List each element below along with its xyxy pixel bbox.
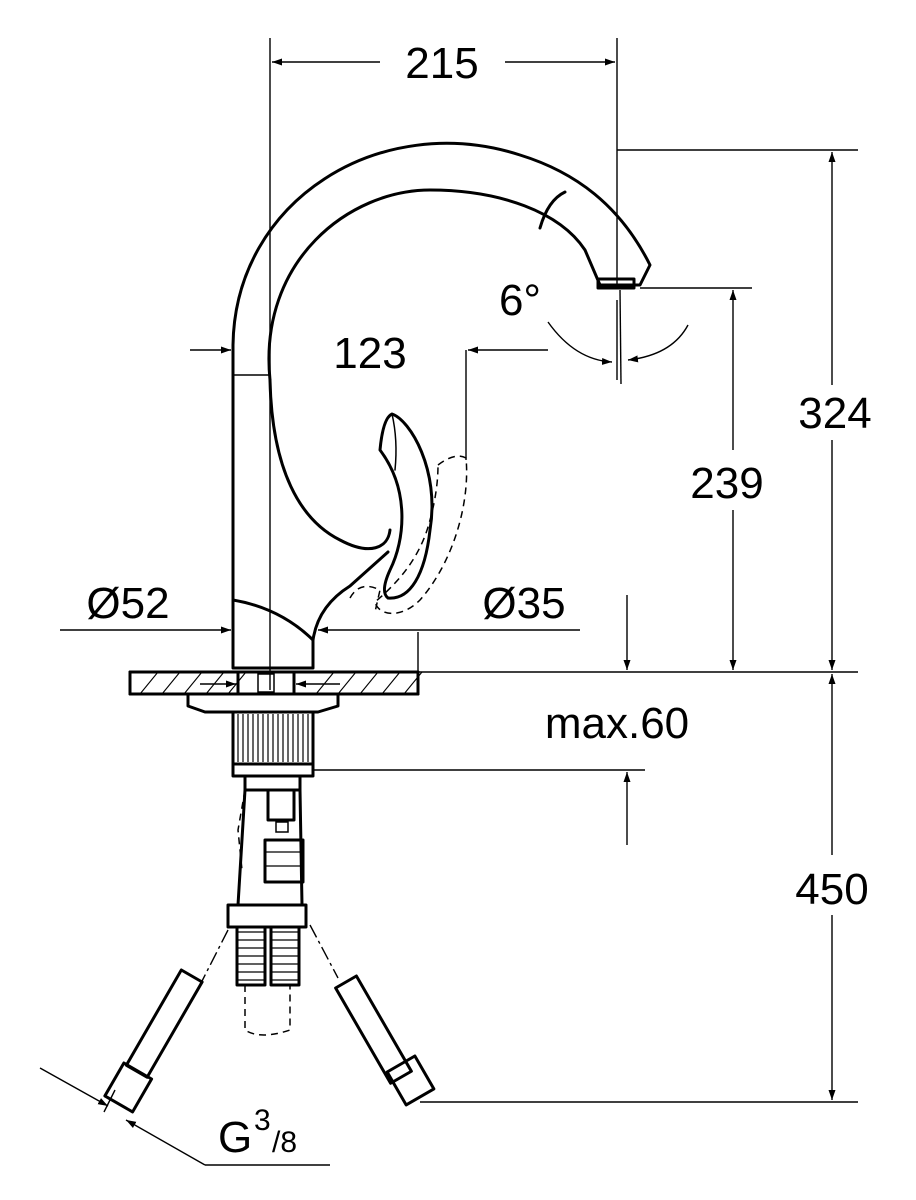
dim-lever-offset: 123 (190, 329, 548, 378)
dim-max-thickness: max.60 (545, 595, 689, 845)
dim-total-height: 324 (798, 152, 872, 670)
dim-hose-length: 450 (795, 674, 869, 1100)
section-hatch-line (183, 671, 203, 695)
dim-label-324: 324 (798, 389, 871, 438)
flexible-hose-right (309, 924, 436, 1107)
section-hatch-line (205, 671, 225, 695)
dim-label-base-diameter: Ø52 (86, 579, 169, 628)
dim-label-450: 450 (795, 865, 868, 914)
dim-spout-height: 239 (690, 290, 764, 670)
faucet-body (231, 141, 652, 670)
dim-label-thread-denominator: /8 (272, 1126, 297, 1159)
mounting-nut (186, 692, 340, 792)
dim-label-max-thickness: max.60 (545, 699, 689, 748)
supply-pipes (226, 788, 308, 1036)
dim-base-diameter: Ø52 (60, 579, 236, 688)
lever-handle (378, 412, 434, 600)
section-hatch-line (139, 671, 159, 695)
extension-lines (269, 38, 858, 1103)
dim-spout-reach: 215 (272, 39, 615, 88)
dim-label-angle: 6° (499, 276, 541, 325)
flexible-hose-left (103, 929, 229, 1114)
section-hatch-line (403, 671, 423, 695)
dim-label-thread-numerator: 3 (254, 1104, 271, 1137)
countertop-section (128, 670, 423, 696)
dim-hole-diameter: Ø35 (296, 579, 580, 688)
dim-label-hole-diameter: Ø35 (482, 579, 565, 628)
section-hatch-line (337, 671, 357, 695)
section-hatch-line (315, 671, 335, 695)
section-hatch-line (381, 671, 401, 695)
section-hatch-line (359, 671, 379, 695)
section-hatch-line (161, 671, 181, 695)
dim-label-123: 123 (333, 329, 406, 378)
dim-spray-angle: 6° (499, 276, 689, 385)
dim-label-239: 239 (690, 459, 763, 508)
dim-connection-thread: G 3 /8 (39, 1067, 330, 1166)
dim-label-215: 215 (405, 39, 478, 88)
dim-label-thread-prefix: G (218, 1113, 252, 1162)
